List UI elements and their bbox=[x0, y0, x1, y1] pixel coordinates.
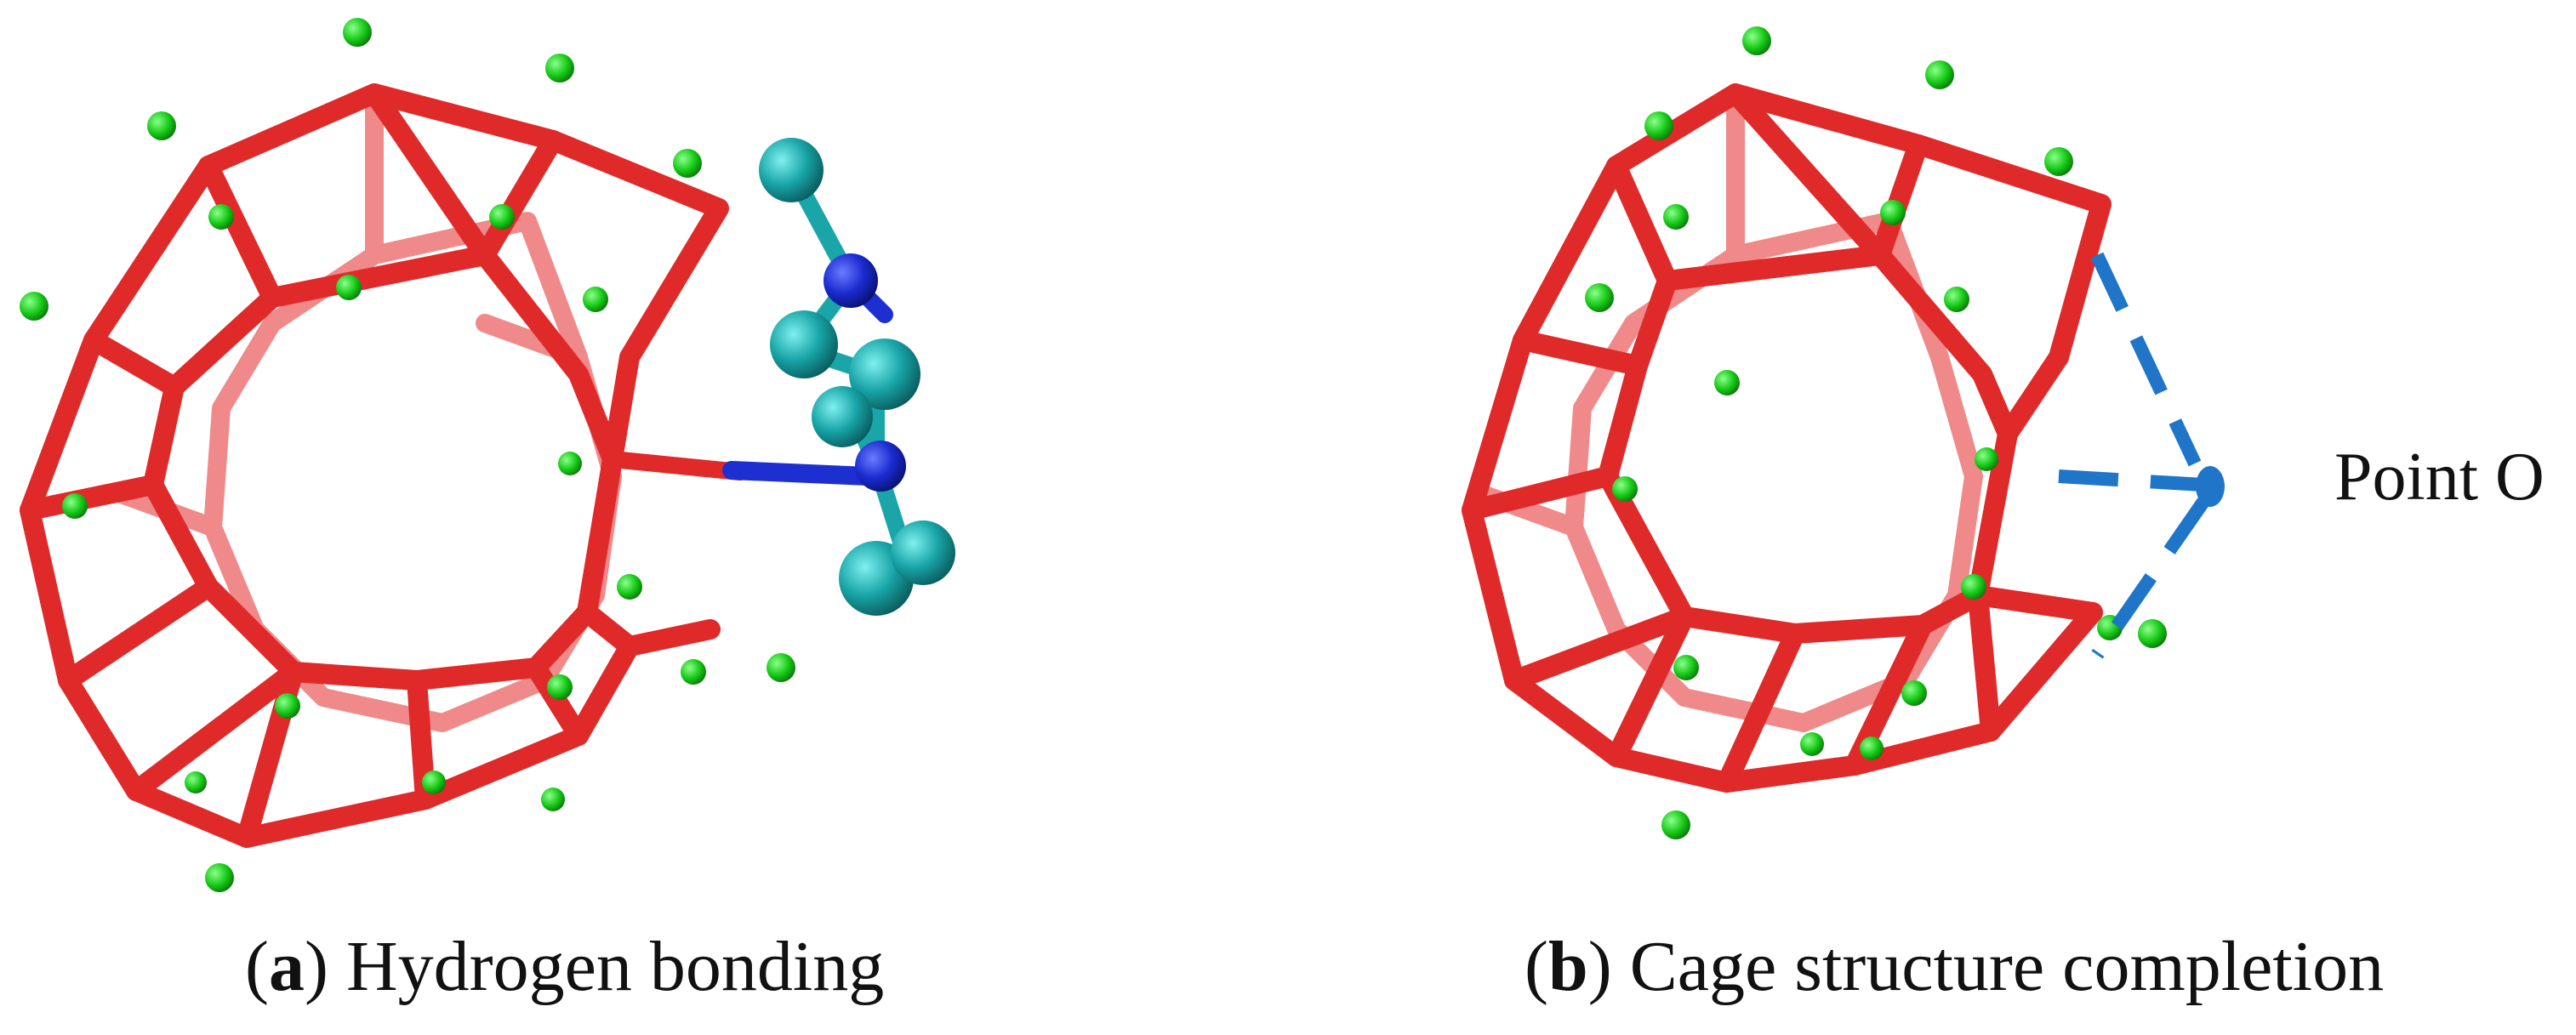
carbon-atom bbox=[849, 338, 920, 410]
caption-a-letter: a bbox=[268, 927, 305, 1006]
cage-b-front-bonds bbox=[1462, 83, 2112, 793]
caption-panel-b: (b) Cage structure completion bbox=[1525, 927, 2385, 1006]
caption-a-title: Hydrogen bonding bbox=[345, 927, 885, 1006]
nitrogen-atom bbox=[824, 253, 878, 308]
carbon-atom bbox=[770, 310, 838, 378]
carbon-atom bbox=[759, 138, 824, 202]
guest-bond-n bbox=[722, 461, 877, 486]
guest-bond bbox=[604, 451, 749, 481]
hydrogen-atoms-b bbox=[1585, 26, 2167, 839]
carbon-atom bbox=[891, 520, 955, 585]
guest-molecule bbox=[759, 138, 955, 616]
caption-panel-a: (a) Hydrogen bonding bbox=[245, 927, 885, 1006]
point-o-label: Point O bbox=[2334, 440, 2545, 515]
carbon-atom bbox=[812, 386, 873, 447]
nitrogen-atom bbox=[855, 441, 906, 492]
cage-completion-dashes bbox=[2058, 252, 2209, 659]
point-o-marker bbox=[2196, 466, 2225, 507]
hydrogen-atoms-a bbox=[20, 18, 795, 892]
caption-b-letter: b bbox=[1547, 927, 1588, 1006]
panel-a-cage bbox=[20, 83, 877, 848]
caption-b-title: Cage structure completion bbox=[1629, 927, 2385, 1006]
panel-b-cage bbox=[1462, 26, 2167, 839]
